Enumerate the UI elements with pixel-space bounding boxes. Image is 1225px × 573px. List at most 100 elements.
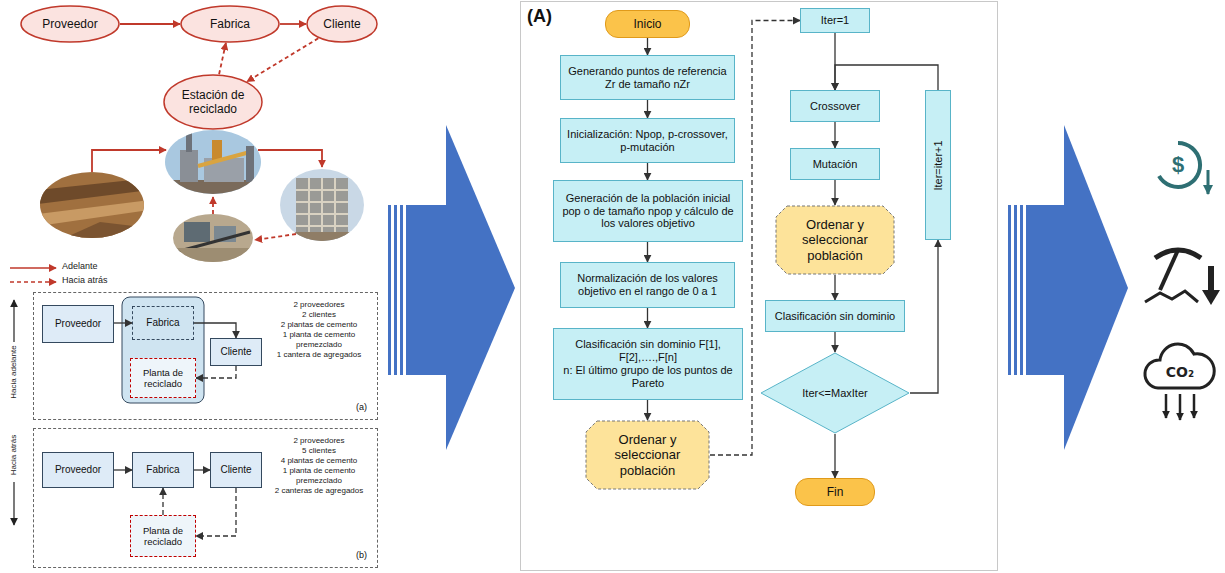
recycling-photo: [172, 213, 254, 263]
node-text: Estación de reciclado: [176, 88, 250, 116]
flow-connector: [647, 163, 648, 180]
node-text: Planta de reciclado: [136, 525, 190, 547]
right-chevron: [1008, 205, 1011, 375]
node-text: Fabrica: [146, 464, 179, 476]
process-box: Inicialización: Npop, p-crossover, p-mut…: [560, 118, 735, 163]
direction-arrows: [13, 300, 14, 525]
flow-ellipse: Fabrica: [180, 5, 280, 43]
flow-connector: [196, 366, 236, 378]
spec-item: 2 clientes: [266, 310, 372, 320]
flow-connector: [835, 65, 938, 90]
entity-box: Cliente: [210, 452, 262, 488]
plant-group: [122, 297, 204, 403]
process-box: Iter=iter+1: [925, 90, 951, 240]
spec-item: 2 canteras de agregados: [266, 486, 372, 496]
photo-arrows: [92, 150, 322, 240]
right-chevron: [1064, 125, 1128, 450]
cost-icon: [1159, 143, 1208, 194]
factory-photo: [164, 129, 262, 195]
node-text: Mutación: [813, 158, 858, 171]
mining-icon: [1202, 290, 1220, 305]
flow-connector: [834, 332, 835, 352]
node-text: Iter=1: [821, 14, 849, 27]
node-text: Generación de la población inicial pop o…: [559, 192, 737, 231]
legend-samples: [10, 268, 56, 282]
node-text: Fabrica: [146, 317, 179, 329]
node-outline: [586, 421, 709, 489]
flow-connector: [910, 240, 938, 393]
node-text: Cliente: [323, 17, 360, 31]
node-text: Proveedor: [55, 464, 101, 476]
photo-arrows: [258, 150, 322, 167]
node-text: Fabrica: [210, 17, 250, 31]
direction-label: Hacia atrás: [10, 435, 19, 475]
node-text: Proveedor: [55, 318, 101, 330]
direction-arrows: [13, 482, 14, 525]
flow-ellipse: Estación de reciclado: [163, 74, 263, 130]
node-text: Planta de reciclado: [136, 367, 190, 389]
node-text: Normalización de los valores objetivo en…: [566, 272, 729, 298]
sort-box: Ordenar y seleccionar población: [775, 205, 895, 275]
left-chevron: [388, 125, 515, 450]
mining-icon: [1160, 250, 1178, 290]
panel-tag: (a): [356, 402, 367, 413]
entity-box: Proveedor: [42, 305, 114, 343]
building-photo: [278, 167, 368, 244]
node-outline: [164, 75, 262, 129]
direction-arrows: [13, 300, 14, 342]
right-chevron: [1026, 205, 1064, 375]
flow-connector: [196, 488, 236, 536]
recycling-photo: [184, 222, 210, 242]
mine-photo: [60, 222, 150, 240]
node-text: n: El último grupo de los puntos de Pare…: [559, 364, 737, 390]
mining-icon: [1208, 266, 1214, 290]
flow-connector: [219, 43, 226, 74]
node-text: Inicialización: Npop, p-crossover, p-mut…: [566, 128, 729, 154]
node-text: Clasificación sin dominio F[1], F[2],….,…: [559, 338, 737, 364]
spec-item: 5 clientes: [266, 446, 372, 456]
right-chevron: [1008, 125, 1128, 450]
spec-item: 1 planta de cemento premezclado: [266, 466, 372, 486]
factory-photo: [180, 150, 198, 182]
node-text: Clasificación sin dominio: [775, 310, 895, 323]
left-chevron: [394, 205, 397, 375]
co2-icon: [1193, 394, 1196, 418]
flow-connector: [834, 180, 835, 205]
node-text: Fin: [827, 485, 844, 499]
flow-connector: [247, 38, 318, 81]
spec-item: 2 proveedores: [266, 436, 372, 446]
legend-samples: [10, 281, 56, 283]
factory-photo: [198, 152, 250, 166]
spec-item: 2 proveedores: [266, 300, 372, 310]
direction-label: Hacia adelante: [10, 345, 19, 398]
flow-connector: [834, 275, 835, 300]
node-outline: [776, 206, 894, 274]
factory-photo: [186, 132, 192, 152]
factory-photo: [164, 180, 262, 196]
process-box: Clasificación sin dominio F[1], F[2],….,…: [553, 328, 743, 400]
icon-glyph: CO₂: [1166, 365, 1194, 380]
scenario-panel: 2 proveedores2 clientes2 plantas de ceme…: [33, 292, 378, 420]
mining-icon: [1145, 250, 1220, 305]
node-text: Proveedor: [42, 17, 97, 31]
node-text: Generando puntos de referencia Zr de tam…: [566, 65, 729, 91]
process-box: Generando puntos de referencia Zr de tam…: [560, 55, 735, 100]
left-chevron: [406, 205, 446, 375]
recycling-box: Planta de reciclado: [130, 358, 196, 398]
factory-photo: [212, 140, 222, 160]
flow-connector: [194, 323, 236, 338]
flow-connector: [120, 23, 180, 25]
spec-list: 2 proveedores5 clientes4 plantas de ceme…: [266, 436, 372, 496]
right-chevron: [1020, 205, 1023, 375]
co2-icon: [1179, 394, 1182, 420]
photo-arrows: [92, 150, 166, 172]
entity-box: Fabrica: [132, 452, 194, 488]
left-chevron: [388, 205, 391, 375]
flow-connector: [647, 400, 648, 420]
flow-connector: [194, 469, 210, 470]
factory-photo: [246, 146, 254, 182]
node-outline: [761, 353, 909, 433]
mine-photo: [38, 170, 150, 240]
node-text: Iter=iter+1: [932, 140, 945, 190]
terminal-box: Inicio: [605, 10, 690, 38]
